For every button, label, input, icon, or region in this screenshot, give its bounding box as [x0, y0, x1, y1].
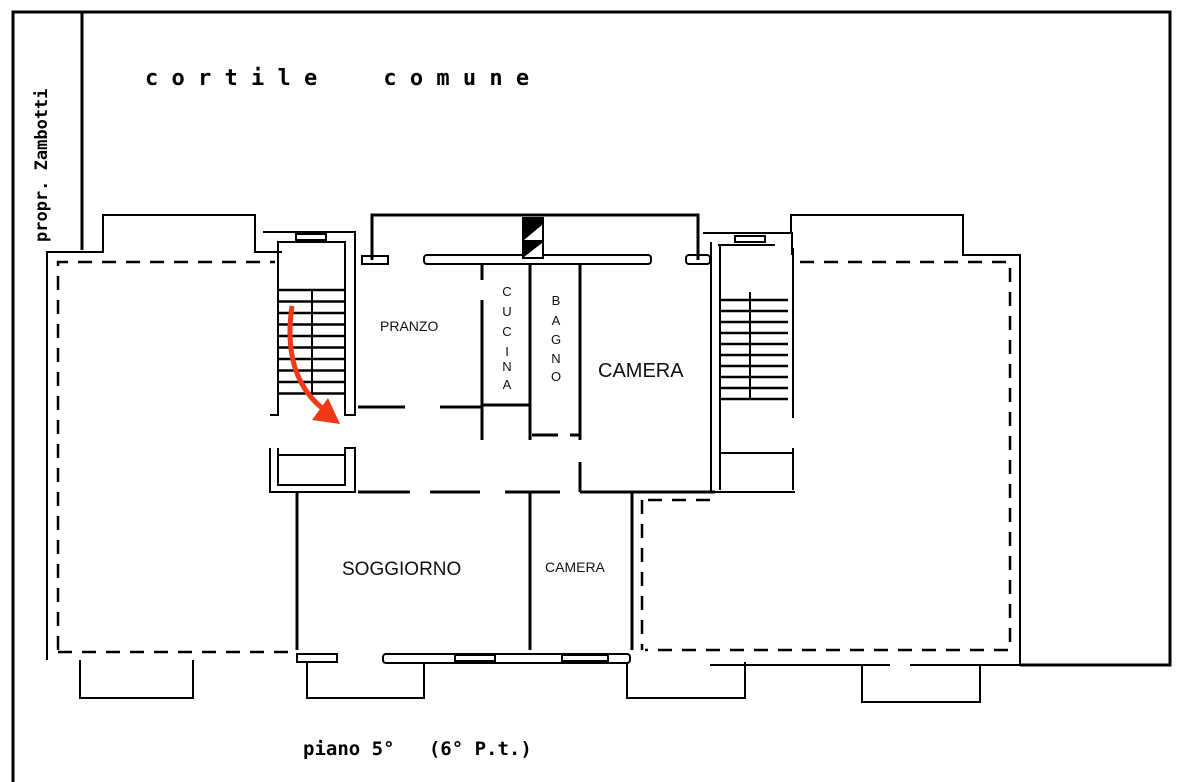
room-soggiorno: SOGGIORNO: [342, 559, 461, 580]
room-camera-small: CAMERA: [545, 559, 606, 575]
svg-text:A: A: [503, 377, 512, 392]
central-apartment: [295, 213, 746, 699]
svg-text:C: C: [502, 284, 511, 299]
room-camera: CAMERA: [598, 360, 684, 382]
svg-text:O: O: [551, 369, 561, 384]
svg-text:N: N: [551, 351, 560, 366]
right-apartment: [645, 214, 1021, 703]
room-bagno: B A G N O: [551, 293, 561, 384]
right-stairwell: [703, 232, 795, 493]
courtyard-label: c o r t i l e c o m u n e: [145, 66, 529, 91]
floor-label: piano 5° (6° P.t.): [303, 738, 532, 760]
entrance-arrow: [287, 305, 340, 424]
svg-text:B: B: [552, 293, 561, 308]
svg-text:A: A: [552, 313, 561, 328]
svg-text:G: G: [551, 332, 561, 347]
svg-text:C: C: [502, 324, 511, 339]
left-stairwell: [263, 231, 356, 493]
site-boundary: [11, 10, 1172, 782]
room-pranzo: PRANZO: [380, 318, 438, 334]
svg-text:I: I: [505, 344, 509, 359]
stair-steps: [720, 298, 788, 401]
room-cucina: C U C I N A: [502, 284, 511, 392]
svg-text:U: U: [502, 304, 511, 319]
neighbor-label: propr. Zambotti: [32, 88, 52, 242]
left-apartment: [46, 214, 290, 699]
svg-text:N: N: [502, 359, 511, 374]
